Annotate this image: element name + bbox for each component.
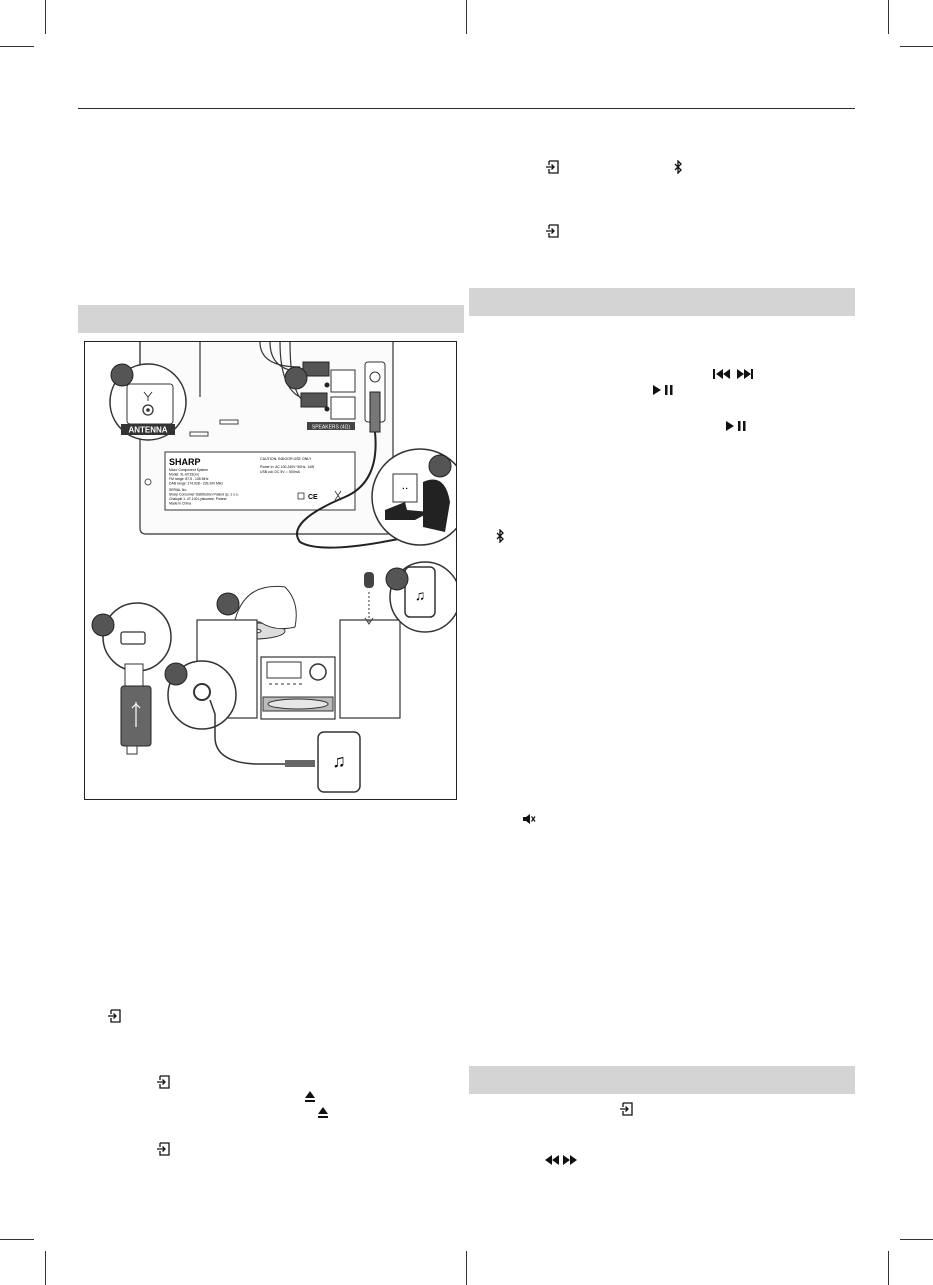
aux-callout: ♫: [164, 660, 361, 793]
bluetooth-icon: [673, 160, 683, 174]
input-source-icon: [546, 224, 560, 238]
skip-prev-next-icon: [713, 368, 755, 380]
svg-text:Model: XL-B715(xx): Model: XL-B715(xx): [169, 473, 199, 477]
crop-mark-top-center: [466, 0, 467, 34]
connection-diagram: SHARP CAUTION: INDOOR USE ONLY Micro Com…: [84, 341, 457, 800]
input-source-icon: [108, 1009, 122, 1023]
crop-mark-bottom-right-v: [888, 1251, 889, 1285]
bluetooth-phone-callout: ♫: [364, 561, 456, 633]
crop-mark-bottom-right-h: [900, 1239, 933, 1240]
svg-text:Micro Component System: Micro Component System: [169, 468, 208, 472]
usb-callout: [91, 602, 172, 755]
section-band-right-2: [469, 1066, 855, 1094]
crop-mark-bottom-center: [466, 1251, 467, 1285]
speakers-label: SPEAKERS (4Ω): [312, 425, 351, 431]
input-source-icon: [546, 160, 560, 174]
header-rule: [78, 108, 855, 109]
svg-text:CE: CE: [308, 494, 318, 501]
eject-icon: [317, 1106, 329, 1119]
power-cable: ▪ ▪: [296, 361, 456, 549]
section-band-right-1: [469, 288, 855, 316]
speaker-terminals: SPEAKERS (4Ω): [259, 342, 356, 431]
svg-text:Sharp Consumer Distribution Po: Sharp Consumer Distribution Poland sp. z…: [169, 493, 239, 497]
svg-text:Power In: AC 100-240V~50Hz, 14: Power In: AC 100-240V~50Hz, 14W: [260, 465, 315, 469]
svg-text:CAUTION: INDOOR USE ONLY: CAUTION: INDOOR USE ONLY: [260, 457, 312, 461]
bluetooth-icon: [495, 529, 505, 543]
label-brand: SHARP: [169, 457, 201, 467]
rewind-fast-forward-icon: [544, 1154, 578, 1166]
input-source-icon: [620, 1102, 634, 1116]
svg-text:FM range: 87.5 - 108 MHz: FM range: 87.5 - 108 MHz: [169, 477, 209, 481]
mute-icon: [522, 812, 536, 826]
play-pause-icon: [652, 384, 674, 396]
crop-mark-top-right-h: [900, 46, 933, 47]
play-pause-icon: [725, 420, 747, 432]
svg-text:♫: ♫: [415, 587, 426, 603]
input-source-icon: [157, 1142, 171, 1156]
crop-mark-bottom-left-h: [0, 1239, 34, 1240]
svg-text:SERIAL No.: SERIAL No.: [169, 488, 187, 492]
antenna-label: ANTENNA: [128, 426, 167, 435]
crop-mark-top-left-h: [0, 46, 34, 47]
svg-text:♫: ♫: [332, 751, 346, 771]
crop-mark-top-right-v: [888, 0, 889, 34]
svg-text:USB out: DC 5V ⎓ 500mA: USB out: DC 5V ⎓ 500mA: [260, 470, 301, 474]
input-source-icon: [157, 1075, 171, 1089]
svg-text:▪ ▪: ▪ ▪: [403, 486, 408, 492]
antenna-callout: ANTENNA: [109, 363, 187, 441]
eject-icon: [304, 1090, 316, 1103]
crop-mark-top-left-v: [45, 0, 46, 34]
svg-text:DAB range: 174.928 - 239.200 M: DAB range: 174.928 - 239.200 MHz: [169, 482, 223, 486]
svg-text:Chalupki 1, 47-140 Lyskowice,: Chalupki 1, 47-140 Lyskowice, Poland: [169, 497, 226, 501]
svg-text:Made in China: Made in China: [169, 502, 191, 506]
section-band-left: [78, 305, 464, 333]
rating-label-plate: SHARP CAUTION: INDOOR USE ONLY Micro Com…: [164, 451, 356, 511]
crop-mark-bottom-left-v: [45, 1251, 46, 1285]
